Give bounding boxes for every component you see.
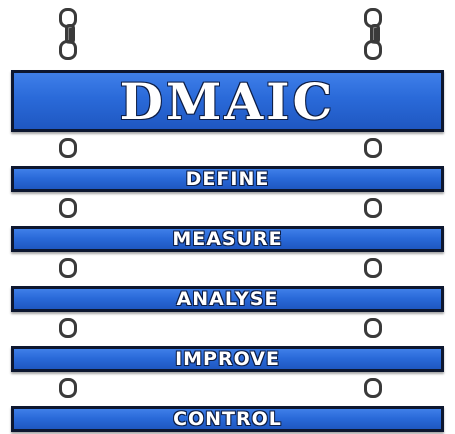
title-sign: DMAIC xyxy=(11,70,444,132)
step-sign-measure: MEASURE xyxy=(11,226,444,252)
step-label: IMPROVE xyxy=(175,348,280,370)
chain-left-2 xyxy=(56,192,80,226)
chain-link-icon xyxy=(59,40,77,60)
chain-link-icon xyxy=(59,138,77,158)
chain-link-icon xyxy=(364,258,382,278)
step-label: MEASURE xyxy=(172,228,283,250)
chain-link-icon xyxy=(59,378,77,398)
chain-link-icon xyxy=(59,198,77,218)
chain-right-4 xyxy=(361,312,385,346)
chain-left-5 xyxy=(56,372,80,406)
step-label: DEFINE xyxy=(185,168,270,190)
chain-left-1 xyxy=(56,132,80,166)
chain-link-icon xyxy=(364,138,382,158)
chain-right-3 xyxy=(361,252,385,286)
chain-link-icon xyxy=(364,198,382,218)
step-sign-analyse: ANALYSE xyxy=(11,286,444,312)
step-label: ANALYSE xyxy=(176,288,279,310)
chain-right-2 xyxy=(361,192,385,226)
chain-link-icon xyxy=(364,318,382,338)
chain-right-1 xyxy=(361,132,385,166)
step-sign-control: CONTROL xyxy=(11,406,444,432)
chain-left-4 xyxy=(56,312,80,346)
step-sign-improve: IMPROVE xyxy=(11,346,444,372)
chain-link-icon xyxy=(59,258,77,278)
step-sign-define: DEFINE xyxy=(11,166,444,192)
chain-right-5 xyxy=(361,372,385,406)
chain-link-icon xyxy=(364,378,382,398)
step-label: CONTROL xyxy=(173,408,282,430)
sign-title: DMAIC xyxy=(119,71,336,131)
chain-right-top xyxy=(361,6,385,70)
chain-link-icon xyxy=(364,40,382,60)
chain-left-3 xyxy=(56,252,80,286)
chain-link-icon xyxy=(59,318,77,338)
chain-left-top xyxy=(56,6,80,70)
